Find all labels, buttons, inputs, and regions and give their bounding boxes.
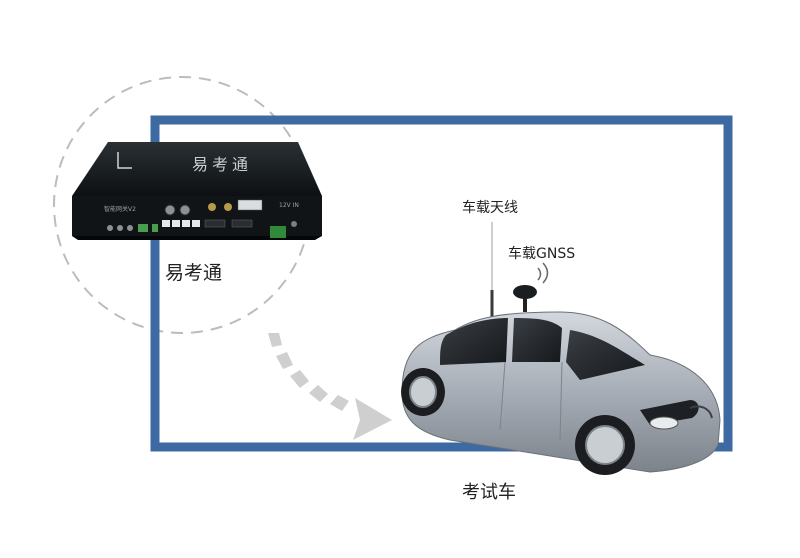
dotted-curved-arrow-icon bbox=[268, 333, 392, 440]
car-label: 考试车 bbox=[462, 482, 516, 503]
device-panel-small-label: 智能网关V2 bbox=[104, 205, 136, 213]
device-ports bbox=[107, 199, 297, 238]
car-front-wheel bbox=[575, 415, 635, 475]
gnss-receiver-icon bbox=[513, 262, 549, 312]
panel-corner-mark bbox=[117, 152, 132, 169]
exam-car bbox=[401, 311, 721, 475]
gnss-label: 车载GNSS bbox=[508, 246, 576, 262]
car-rear-wheel bbox=[401, 368, 445, 416]
device-box: 易考通 智能网关V2 12V IN bbox=[72, 142, 322, 240]
blue-frame bbox=[150, 115, 733, 452]
antenna-label: 车载天线 bbox=[462, 200, 518, 216]
device-name-label: 易考通 bbox=[165, 262, 223, 284]
device-panel-power-label: 12V IN bbox=[279, 202, 299, 209]
device-panel-logo: 易考通 bbox=[192, 155, 252, 174]
